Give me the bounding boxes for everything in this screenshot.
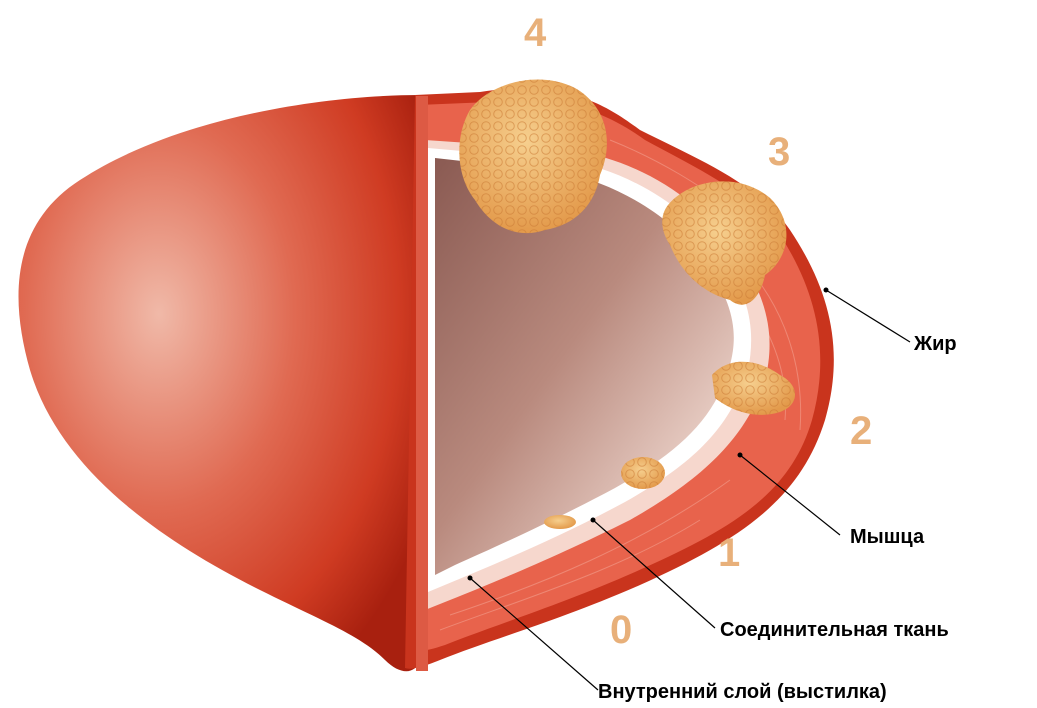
label-inner-layer: Внутренний слой (выстилка) [598,681,887,703]
tumor-stage-0 [544,515,576,529]
tumor-stage-1 [621,457,665,489]
leader-fat [826,290,910,342]
label-connective-tissue: Соединительная ткань [720,619,949,641]
stage-number-1: 1 [718,531,740,575]
stage-number-4: 4 [524,11,547,55]
organ-outer-surface [18,95,420,671]
stage-number-3: 3 [768,130,790,174]
stage-number-0: 0 [610,608,632,652]
label-fat: Жир [913,333,957,355]
label-muscle: Мышца [850,526,925,548]
stage-number-2: 2 [850,409,872,453]
cut-edge [416,96,428,671]
